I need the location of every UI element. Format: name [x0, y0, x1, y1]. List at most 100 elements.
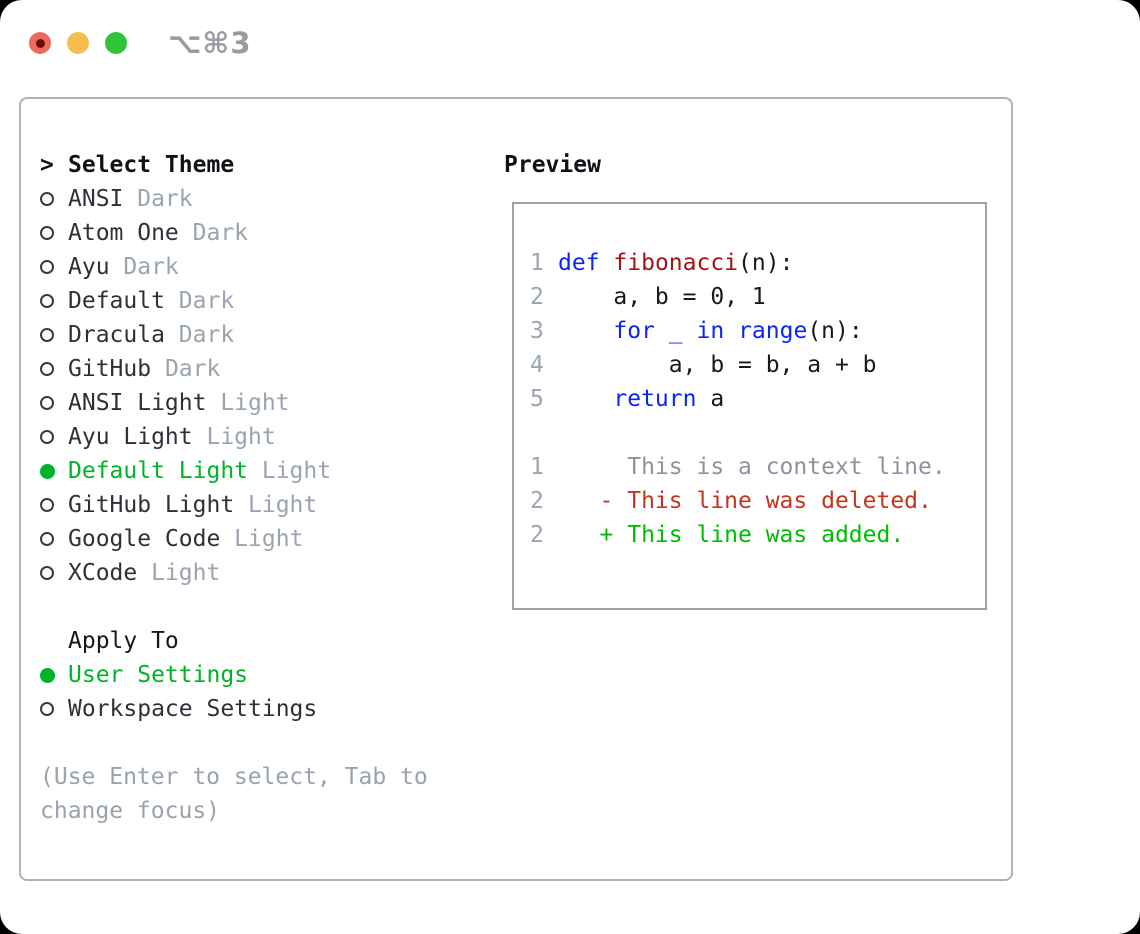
line-number: 2: [530, 488, 544, 514]
code-token: in: [696, 318, 725, 344]
option-label: GitHub: [68, 356, 152, 382]
keyboard-hint: (Use Enter to select, Tab to change focu…: [40, 764, 428, 824]
radio-unselected-icon: [40, 294, 54, 308]
theme-option[interactable]: Default Light Light: [40, 454, 480, 488]
line-number: 4: [530, 352, 544, 378]
zoom-button[interactable]: [105, 32, 127, 54]
theme-option[interactable]: Ayu Light Light: [40, 420, 480, 454]
apply-to-option[interactable]: User Settings: [40, 658, 480, 692]
option-label: Google Code: [68, 526, 221, 552]
option-label: Atom One: [68, 220, 179, 246]
radio-unselected-icon: [40, 532, 54, 546]
code-token: _: [668, 318, 683, 344]
option-label: Workspace Settings: [68, 696, 318, 722]
code-line: [530, 416, 985, 450]
theme-option[interactable]: GitHub Light Light: [40, 488, 480, 522]
option-label: User Settings: [68, 662, 249, 688]
radio-unselected-icon: [40, 566, 54, 580]
theme-option[interactable]: ANSI Dark: [40, 182, 480, 216]
code-line: 2 + This line was added.: [530, 518, 985, 552]
select-theme-header: > Select Theme: [40, 148, 480, 182]
code-token: [724, 318, 738, 344]
line-number: 1: [530, 250, 544, 276]
code-token: a, b = 0, 1: [558, 284, 766, 310]
code-token: [655, 318, 669, 344]
radio-unselected-icon: [40, 362, 54, 376]
option-label: GitHub Light: [68, 492, 235, 518]
apply-to-header: Apply To: [40, 624, 480, 658]
option-label: Ayu Light: [68, 424, 193, 450]
window-title: ⌥⌘3: [168, 26, 252, 60]
code-token: for: [613, 318, 655, 344]
option-label: Dracula: [68, 322, 165, 348]
code-token: [600, 250, 614, 276]
variant-label: Light: [137, 560, 221, 586]
code-token: fibonacci: [613, 250, 739, 276]
option-label: XCode: [68, 560, 138, 586]
theme-option[interactable]: XCode Light: [40, 556, 480, 590]
theme-option[interactable]: GitHub Dark: [40, 352, 480, 386]
option-label: Default Light: [68, 458, 249, 484]
code-token: This is a context line.: [558, 454, 946, 480]
variant-label: Dark: [164, 288, 235, 314]
radio-selected-icon: [40, 463, 55, 479]
theme-option[interactable]: Default Dark: [40, 284, 480, 318]
code-line: 3 for _ in range(n):: [530, 314, 985, 348]
code-token: return: [613, 386, 697, 412]
variant-label: Light: [234, 492, 318, 518]
theme-option[interactable]: Google Code Light: [40, 522, 480, 556]
radio-unselected-icon: [40, 702, 54, 716]
variant-label: Light: [220, 526, 304, 552]
code-line: 2 - This line was deleted.: [530, 484, 985, 518]
radio-unselected-icon: [40, 192, 54, 206]
theme-option[interactable]: Dracula Dark: [40, 318, 480, 352]
code-line: 5 return a: [530, 382, 985, 416]
line-number: 2: [530, 522, 544, 548]
radio-selected-icon: [40, 667, 55, 683]
code-line: 1 This is a context line.: [530, 450, 985, 484]
variant-label: Dark: [109, 254, 179, 280]
theme-option[interactable]: Ayu Dark: [40, 250, 480, 284]
spacer: [40, 590, 480, 624]
select-theme-title: Select Theme: [68, 152, 235, 178]
code-token: [683, 318, 697, 344]
radio-unselected-icon: [40, 328, 54, 342]
apply-to-title: Apply To: [68, 628, 179, 654]
radio-unselected-icon: [40, 498, 54, 512]
code-token: [558, 318, 613, 344]
option-label: ANSI Light: [68, 390, 207, 416]
close-button[interactable]: [29, 32, 51, 54]
radio-unselected-icon: [40, 226, 54, 240]
variant-label: Dark: [151, 356, 221, 382]
line-number: 1: [530, 454, 544, 480]
line-number: 5: [530, 386, 544, 412]
radio-unselected-icon: [40, 260, 54, 274]
minimize-button[interactable]: [67, 32, 89, 54]
radio-unselected-icon: [40, 396, 54, 410]
code-token: + This line was added.: [558, 522, 905, 548]
option-label: ANSI: [68, 186, 124, 212]
code-token: (n):: [738, 250, 794, 276]
theme-option[interactable]: Atom One Dark: [40, 216, 480, 250]
line-number: 3: [530, 318, 544, 344]
radio-unselected-icon: [40, 430, 54, 444]
close-dot-icon: [35, 38, 45, 48]
theme-option[interactable]: ANSI Light Light: [40, 386, 480, 420]
variant-label: Light: [248, 458, 332, 484]
code-token: - This line was deleted.: [558, 488, 932, 514]
apply-to-option[interactable]: Workspace Settings: [40, 692, 480, 726]
window-titlebar: ⌥⌘3: [29, 26, 252, 60]
code-token: [558, 386, 613, 412]
code-line: 2 a, b = 0, 1: [530, 280, 985, 314]
variant-label: Dark: [164, 322, 235, 348]
preview-title: Preview: [504, 152, 601, 178]
option-label: Default: [68, 288, 165, 314]
code-token: range: [738, 318, 808, 344]
code-token: (n):: [807, 318, 863, 344]
variant-label: Light: [192, 424, 276, 450]
